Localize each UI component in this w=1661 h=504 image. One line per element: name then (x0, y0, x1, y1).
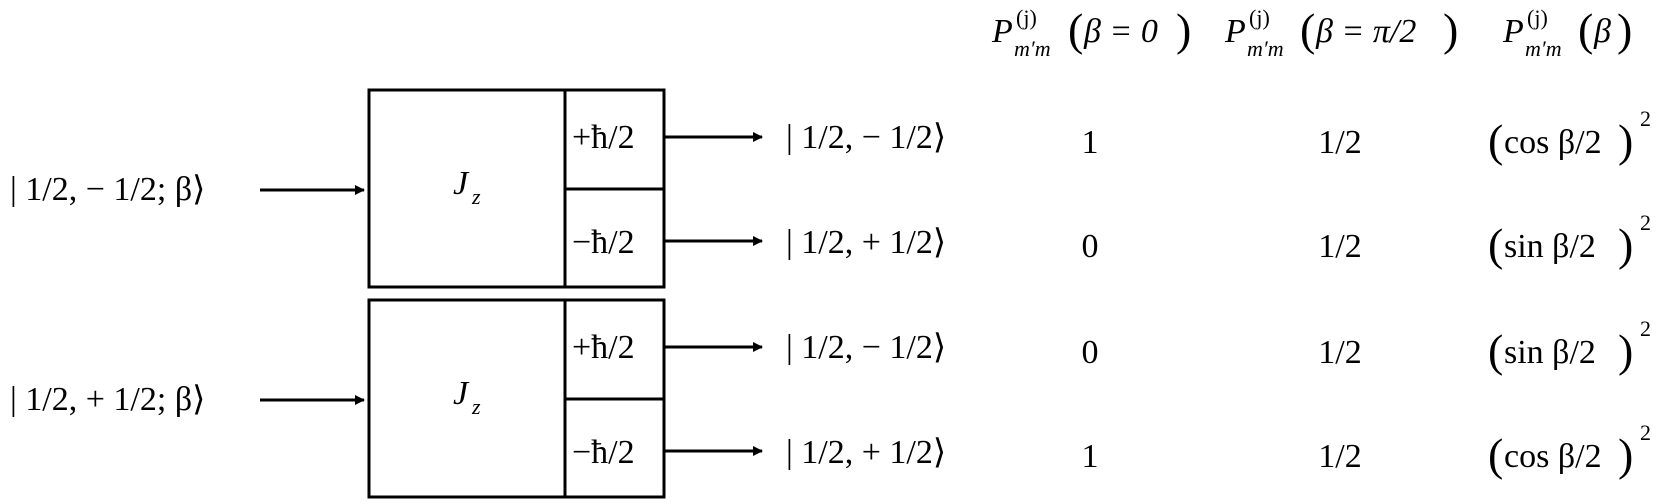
header-arg: β = 0 (1083, 13, 1158, 50)
header-prob-symbol: P (1224, 13, 1246, 50)
header-rparen: ) (1443, 4, 1458, 55)
header-lparen: ( (1300, 4, 1315, 55)
header-prob-sub: m′m (1014, 36, 1051, 61)
prob-beta: cos β/2 (1504, 124, 1602, 161)
header-prob-symbol: P (991, 13, 1013, 50)
header-col-3: P (j) m′m ( β ) (1502, 4, 1632, 61)
header-prob-sup: (j) (1527, 5, 1548, 30)
header-lparen: ( (1578, 4, 1593, 55)
output-state: | 1/2, + 1/2⟩ (786, 224, 946, 261)
eigenvalue-label: −ħ/2 (572, 434, 635, 471)
header-col-2: P (j) m′m ( β = π/2 ) (1224, 4, 1458, 61)
header-rparen: ) (1617, 4, 1632, 55)
prob-lparen: ( (1488, 429, 1503, 480)
device-1: | 1/2, − 1/2; β⟩ J z +ħ/2 | 1/2, − 1/2⟩ … (10, 88, 1651, 289)
prob-rparen: ) (1618, 115, 1633, 166)
input-state: | 1/2, − 1/2; β⟩ (10, 171, 205, 208)
prob-exponent: 2 (1640, 106, 1651, 131)
prob-rparen: ) (1618, 219, 1633, 270)
operator-subscript: z (471, 184, 481, 209)
prob-beta-0: 1 (1082, 124, 1099, 161)
prob-lparen: ( (1488, 325, 1503, 376)
prob-beta: sin β/2 (1504, 228, 1596, 265)
prob-lparen: ( (1488, 115, 1503, 166)
header-rparen: ) (1176, 4, 1191, 55)
header-arg: β (1593, 13, 1611, 50)
prob-beta-pi2: 1/2 (1318, 438, 1361, 475)
prob-beta-pi2: 1/2 (1318, 124, 1361, 161)
operator-subscript: z (471, 394, 481, 419)
operator-label: J (453, 165, 470, 202)
input-state: | 1/2, + 1/2; β⟩ (10, 381, 205, 418)
header-prob-sub: m′m (1525, 36, 1562, 61)
header-prob-sup: (j) (1249, 5, 1270, 30)
operator-label: J (453, 375, 470, 412)
prob-exponent: 2 (1640, 210, 1651, 235)
eigenvalue-label: +ħ/2 (572, 119, 635, 156)
prob-beta-0: 0 (1082, 334, 1099, 371)
eigenvalue-label: +ħ/2 (572, 329, 635, 366)
prob-beta-0: 0 (1082, 228, 1099, 265)
prob-rparen: ) (1618, 429, 1633, 480)
header-lparen: ( (1068, 4, 1083, 55)
output-state: | 1/2, − 1/2⟩ (786, 329, 946, 366)
device-2: | 1/2, + 1/2; β⟩ J z +ħ/2 | 1/2, − 1/2⟩ … (10, 298, 1651, 499)
header-prob-sup: (j) (1016, 5, 1037, 30)
prob-beta-pi2: 1/2 (1318, 228, 1361, 265)
prob-lparen: ( (1488, 219, 1503, 270)
header-arg: β = π/2 (1315, 13, 1416, 50)
header-prob-sub: m′m (1247, 36, 1284, 61)
output-state: | 1/2, − 1/2⟩ (786, 119, 946, 156)
prob-beta: cos β/2 (1504, 438, 1602, 475)
prob-beta: sin β/2 (1504, 334, 1596, 371)
table-header: P (j) m′m ( β = 0 ) P (j) m′m ( β = π/2 … (991, 4, 1632, 61)
prob-beta-pi2: 1/2 (1318, 334, 1361, 371)
prob-beta-0: 1 (1082, 438, 1099, 475)
prob-exponent: 2 (1640, 316, 1651, 341)
prob-exponent: 2 (1640, 420, 1651, 445)
prob-rparen: ) (1618, 325, 1633, 376)
eigenvalue-label: −ħ/2 (572, 224, 635, 261)
header-prob-symbol: P (1502, 13, 1524, 50)
header-col-1: P (j) m′m ( β = 0 ) (991, 4, 1191, 61)
output-state: | 1/2, + 1/2⟩ (786, 434, 946, 471)
